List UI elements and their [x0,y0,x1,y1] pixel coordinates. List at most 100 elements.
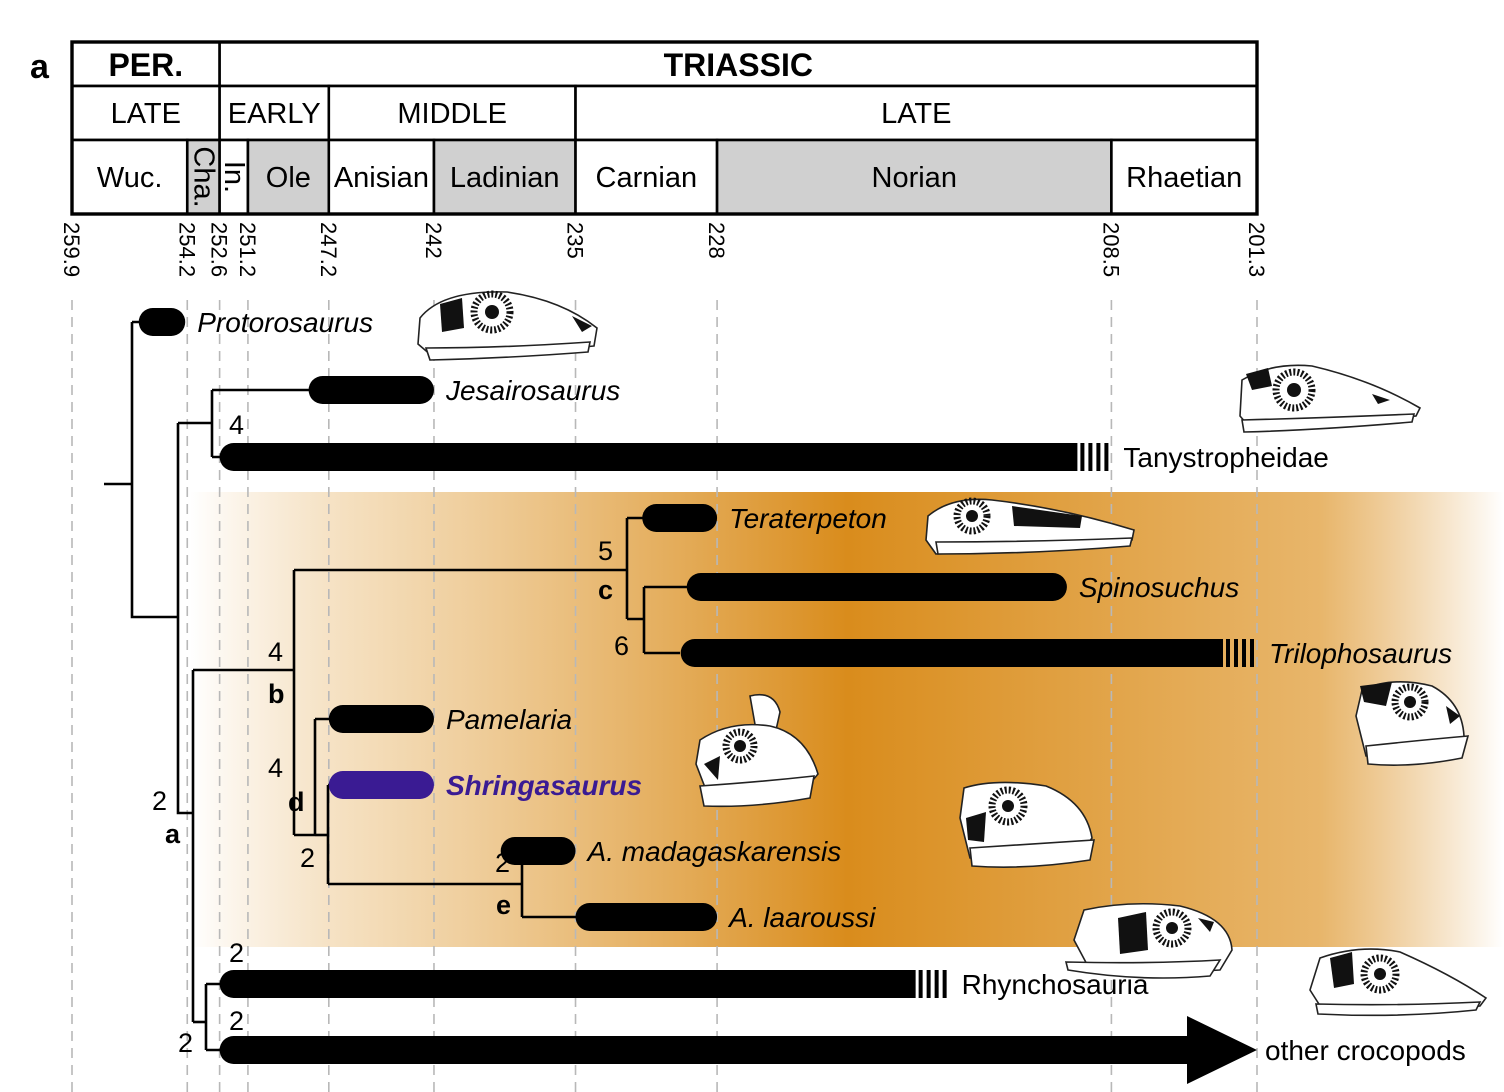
a-madagaskarensis-label: A. madagaskarensis [586,836,842,867]
node-letters: a b c d e [165,575,613,920]
stage-cell-carnian-6: Carnian [574,138,719,216]
rhynchosauria-range [219,970,947,998]
timescale-label: Carnian [596,162,698,194]
node-label-a: a [165,819,181,849]
timescale-label: Ole [266,162,311,194]
shringasaurus-range [328,771,434,799]
support-azendohsaurid-inner: 2 [300,843,315,873]
a-laaroussi-label: A. laaroussi [727,902,876,933]
support-other-crocopods: 2 [229,1006,244,1036]
timescale-label: Ladinian [450,162,560,194]
node-label-e: e [496,890,511,920]
tick-label-208-5: 208.5 [1098,222,1123,277]
stage-cell-in-2: In. [218,138,250,216]
trilophosaurus-label: Trilophosaurus [1269,638,1452,669]
tanystropheid-skull-illustration [1239,364,1422,433]
timescale-label: EARLY [228,98,321,130]
a-laaroussi-bar [575,903,718,931]
teraterpeton-skull-illustration [925,497,1135,555]
timescale-label: LATE [881,98,951,130]
epoch-cell-late-0: LATE [70,84,221,142]
period-cell-triassic-1: TRIASSIC [218,40,1259,88]
rhynchosauria-continuation-stripe [934,970,939,998]
timescale-label: TRIASSIC [664,47,813,83]
stage-cell-ladinian-5: Ladinian [432,138,577,216]
other-crocopods-bar [219,1016,1257,1084]
a-madagaskarensis-bar [500,837,576,865]
tanystropheidae-continuation-stripe [1088,443,1093,471]
shringasaurus-bar [328,771,434,799]
spinosuchus-bar [686,573,1067,601]
timescale-label: LATE [111,98,181,130]
support-clade-c-lower: 6 [614,631,629,661]
tick-label-235: 235 [563,222,588,259]
branch-protorosaurus-split [130,322,178,619]
teraterpeton-label: Teraterpeton [729,503,887,534]
tick-label-254-2: 254.2 [174,222,199,277]
timescale-label: PER. [108,47,183,83]
timescale-label: Norian [872,162,957,194]
period-cell-per-0: PER. [70,40,221,88]
timescale-label: Wuc. [97,162,163,194]
timescale-frame [70,40,1259,216]
protorosaurus-label: Protorosaurus [197,307,373,338]
protorosaurus-bar [138,308,186,336]
skull-illustrations [417,290,1488,1017]
node-label-d: d [288,787,305,817]
taxon-range-bars [138,308,1257,1084]
teraterpeton-range [642,504,718,532]
rhynchosauria-continuation-stripe [942,970,947,998]
timescale-label: Cha. [187,146,219,207]
stage-cell-norian-7: Norian [715,138,1113,216]
tick-label-201-3: 201.3 [1244,222,1269,277]
timescale-label: In. [218,161,250,193]
tick-label-252-6: 252.6 [207,222,232,277]
support-clade-e: 2 [495,848,510,878]
support-jesairosaurus-tanystropheidae: 4 [229,410,244,440]
tanystropheidae-continuation-stripe [1080,443,1085,471]
trilophosaurus-bar [680,639,1223,667]
protorosaurus-skull-illustration [417,290,598,361]
epoch-cell-early-1: EARLY [218,84,331,142]
shringasaurus-label: Shringasaurus [446,770,642,801]
trilophosaurus-skull-illustration [1355,681,1470,766]
node-support-values: 4 5 6 4 4 2 2 2 2 2 2 [152,410,629,1058]
stage-cell-rhaetian-8: Rhaetian [1110,138,1259,216]
panel-label: a [30,48,50,86]
trilophosaurus-continuation-stripe [1226,639,1230,667]
pamelaria-label: Pamelaria [446,704,572,735]
tick-label-251-2: 251.2 [235,222,260,277]
tick-label-247-2: 247.2 [316,222,341,277]
timescale-label: MIDDLE [397,98,507,130]
other-crocopods-range [219,1016,1257,1084]
shringasaurus-skull-illustration [695,693,819,808]
node-label-c: c [598,575,613,605]
timescale-label: Anisian [334,162,429,194]
stage-cell-wuc-0: Wuc. [70,138,189,216]
rhynchosaur-skull-illustration [1064,902,1233,979]
a-laaroussi-range [575,903,718,931]
teraterpeton-bar [642,504,718,532]
geologic-timescale: PER. TRIASSIC LATE EARLY MIDDLE LATE Wuc. Cha.I… [70,40,1259,216]
crocopod-skull-illustration [1309,948,1488,1017]
rhynchosauria-continuation-stripe [926,970,931,998]
tanystropheidae-bar [219,443,1078,471]
tanystropheidae-continuation-stripe [1104,443,1109,471]
rhynchosauria-continuation-stripe [918,970,923,998]
timescale-label: Rhaetian [1126,162,1242,194]
tick-label-228: 228 [704,222,729,259]
trilophosaurus-continuation-stripe [1250,639,1254,667]
epoch-cell-late-3: LATE [574,84,1259,142]
stage-cell-anisian-4: Anisian [327,138,436,216]
time-guide-lines [71,300,1258,1092]
trilophosaurus-continuation-stripe [1242,639,1246,667]
support-clade-d: 4 [268,753,283,783]
stage-cell-cha-1: Cha. [185,138,221,216]
taxon-labels: ProtorosaurusJesairosaurusTanystropheida… [197,307,1466,1066]
azendohsaurus-madagaskarensis-skull-illustration [959,781,1095,868]
stage-cell-ole-3: Ole [246,138,331,216]
trilophosaurus-range [680,639,1254,667]
support-rhynchosauria: 2 [229,938,244,968]
